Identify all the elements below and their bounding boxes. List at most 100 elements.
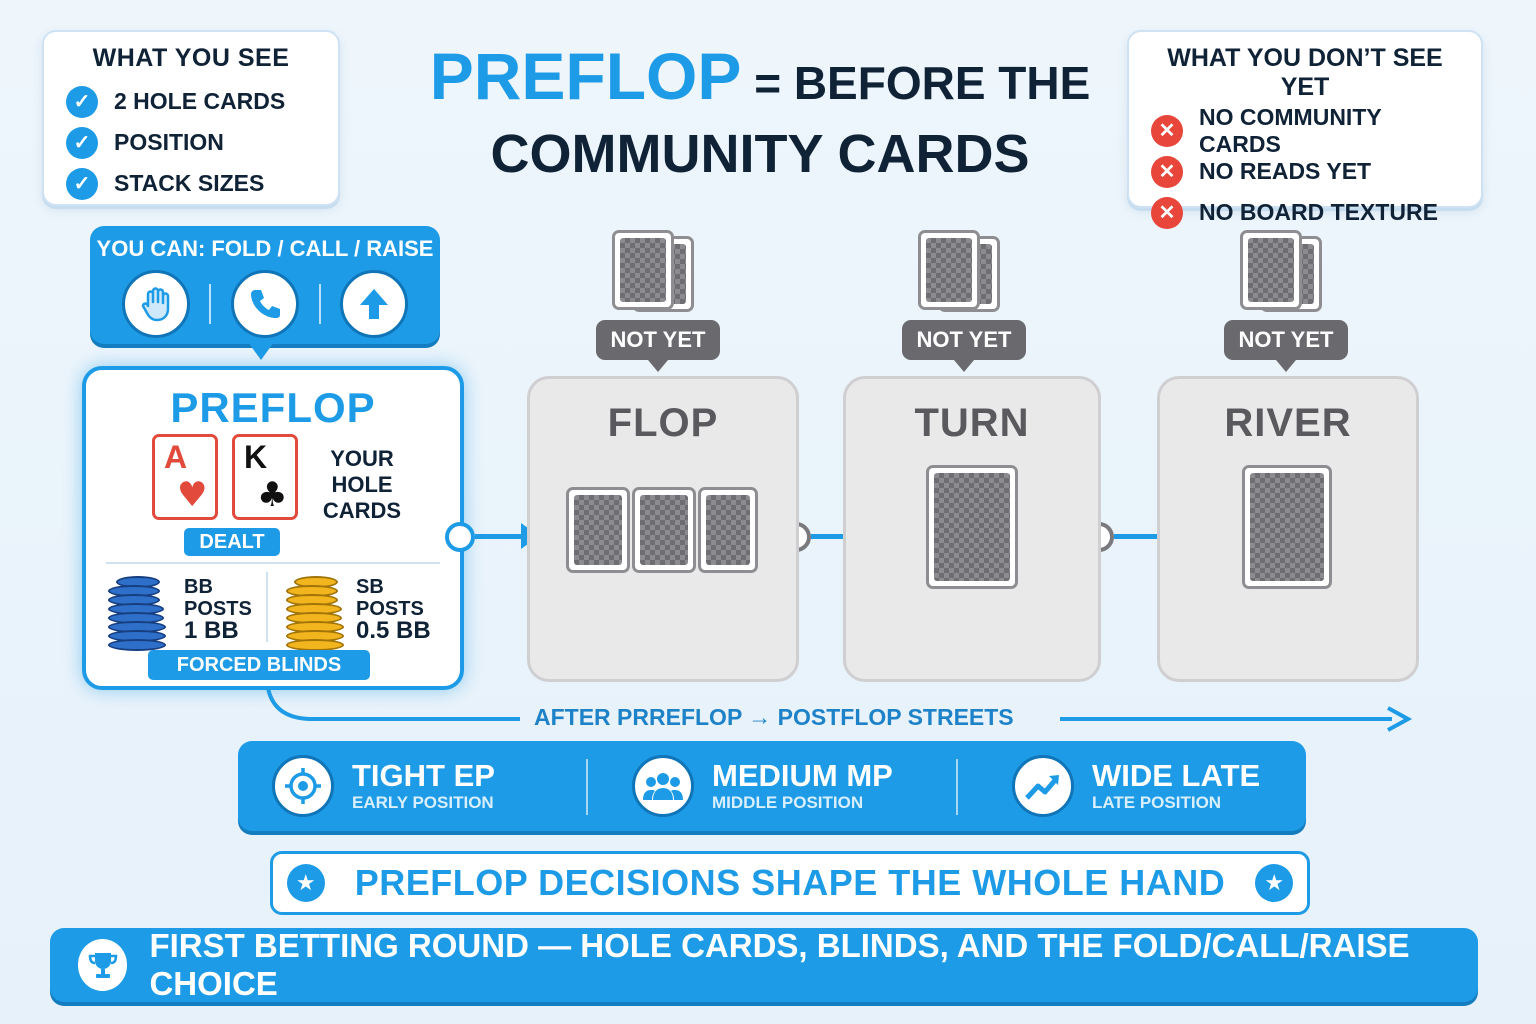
position-subtitle: LATE POSITION xyxy=(1092,793,1222,812)
flop-stage: FLOP xyxy=(527,376,799,682)
street-title: TURN xyxy=(914,401,1030,445)
dont-see-item-label: NO COMMUNITY CARDS xyxy=(1199,103,1382,157)
card-rank: K xyxy=(244,439,268,475)
cross-icon: ✕ xyxy=(1151,155,1183,188)
bb-line: BB xyxy=(184,576,213,598)
card-stack-icon xyxy=(918,230,1000,312)
dont-see-item: ✕ NO COMMUNITY CARDS xyxy=(1151,104,1459,157)
hole-label-line: HOLE xyxy=(331,472,393,497)
what-you-see-heading: WHAT YOU SEE xyxy=(92,44,290,72)
position-title: MEDIUM MP xyxy=(712,758,893,793)
target-icon xyxy=(272,755,334,817)
position-middle: MEDIUM MP MIDDLE POSITION xyxy=(632,741,893,831)
preflop-title: PREFLOP xyxy=(170,384,376,431)
star-icon: ★ xyxy=(1255,864,1294,902)
connector-node xyxy=(445,522,475,552)
face-down-card xyxy=(698,487,758,573)
check-icon: ✓ xyxy=(66,85,98,118)
trend-up-icon xyxy=(1012,755,1074,817)
divider xyxy=(209,284,212,324)
connector-line xyxy=(811,534,863,539)
sb-amount: 0.5 BB xyxy=(356,617,431,644)
river-stage: RIVER xyxy=(1157,376,1419,682)
see-item-label: 2 HOLE CARDS xyxy=(114,88,286,114)
postflop-flow-line xyxy=(266,688,1413,732)
dont-see-item-label: NO READS YET xyxy=(1199,158,1372,184)
card-stack-icon xyxy=(612,230,694,312)
divider xyxy=(318,284,321,324)
decisions-banner: ★ PREFLOP DECISIONS SHAPE THE WHOLE HAND… xyxy=(270,851,1310,915)
check-icon: ✓ xyxy=(66,167,98,200)
forced-blinds-tag: FORCED BLINDS xyxy=(148,650,370,680)
face-down-card xyxy=(926,465,1018,589)
divider xyxy=(586,759,588,815)
decisions-banner-text: PREFLOP DECISIONS SHAPE THE WHOLE HAND xyxy=(354,862,1226,903)
bb-line: POSTS xyxy=(184,598,252,620)
what-you-see-panel: WHAT YOU SEE ✓ 2 HOLE CARDS ✓ POSITION ✓ ST… xyxy=(42,30,340,206)
cross-icon: ✕ xyxy=(1151,196,1183,229)
what-you-dont-see-heading: WHAT YOU DON’T SEE YET xyxy=(1167,44,1443,101)
position-late: WIDE LATE LATE POSITION xyxy=(1012,741,1260,831)
face-down-card xyxy=(566,487,630,573)
position-early: TIGHT EP EARLY POSITION xyxy=(272,741,495,831)
after-preflop-label: AFTER PRREFLOP → POSTFLOP STREETS xyxy=(534,704,1014,730)
actions-callout: YOU CAN: FOLD / CALL / RAISE xyxy=(90,226,440,344)
position-title: WIDE LATE xyxy=(1092,758,1261,793)
club-icon: ♣ xyxy=(257,475,288,515)
hole-card-ace: A ♥ xyxy=(152,434,218,520)
card-rank: A xyxy=(164,439,188,475)
bb-label: BB POSTS 1 BB xyxy=(184,576,252,644)
dont-see-item: ✕ NO BOARD TEXTURE xyxy=(1151,192,1459,233)
see-item: ✓ POSITION xyxy=(66,122,316,163)
not-yet-badge: NOT YET xyxy=(1224,320,1348,372)
dont-see-item-label: NO BOARD TEXTURE xyxy=(1199,199,1438,225)
turn-stage: TURN xyxy=(843,376,1101,682)
summary-banner: FIRST BETTING ROUND — HOLE CARDS, BLINDS… xyxy=(50,927,1478,1002)
star-icon: ★ xyxy=(286,864,325,902)
divider xyxy=(956,759,958,815)
hand-stop-icon[interactable] xyxy=(121,270,190,338)
position-ranges-strip: TIGHT EP EARLY POSITION MEDIUM MP MIDDLE… xyxy=(238,741,1306,831)
phone-icon[interactable] xyxy=(230,270,299,338)
hole-label-line: YOUR xyxy=(330,446,394,471)
actions-callout-pointer xyxy=(245,338,277,360)
check-icon: ✓ xyxy=(66,126,98,159)
position-title: TIGHT EP xyxy=(352,758,495,793)
heart-icon: ♥ xyxy=(177,475,208,515)
dealt-tag: DEALT xyxy=(184,528,280,556)
bb-chips-icon xyxy=(108,576,166,651)
sb-label: SB POSTS 0.5 BB xyxy=(356,576,431,644)
face-down-card xyxy=(632,487,696,573)
position-subtitle: MIDDLE POSITION xyxy=(712,793,864,812)
dont-see-item: ✕ NO READS YET xyxy=(1151,151,1459,192)
face-down-card xyxy=(1242,465,1332,589)
hole-card-king: K ♣ xyxy=(232,434,298,520)
see-item-label: POSITION xyxy=(114,129,224,155)
connector-line xyxy=(1114,534,1174,539)
group-icon xyxy=(632,755,694,817)
divider xyxy=(266,572,268,642)
card-stack-icon xyxy=(1240,230,1322,312)
page-title: PREFLOP = BEFORE THE COMMUNITY CARDS xyxy=(380,40,1140,189)
sb-line: POSTS xyxy=(356,598,424,620)
preflop-stage: PREFLOP A ♥ K ♣ YOUR HOLE CARDS DEALT BB… xyxy=(82,366,464,690)
hole-label-line: CARDS xyxy=(322,498,402,523)
actions-label: YOU CAN: FOLD / CALL / RAISE xyxy=(96,236,434,261)
see-item-label: STACK SIZES xyxy=(114,170,265,196)
street-title: FLOP xyxy=(607,401,719,445)
sb-chips-icon xyxy=(286,576,344,651)
bb-amount: 1 BB xyxy=(184,617,239,644)
title-line1: = BEFORE THE xyxy=(754,57,1091,109)
see-item: ✓ 2 HOLE CARDS xyxy=(66,81,316,122)
title-accent: PREFLOP xyxy=(429,39,742,113)
hole-cards-label: YOUR HOLE CARDS xyxy=(312,446,412,524)
what-you-dont-see-panel: WHAT YOU DON’T SEE YET ✕ NO COMMUNITY CAR… xyxy=(1127,30,1483,229)
not-yet-badge: NOT YET xyxy=(596,320,720,372)
not-yet-badge: NOT YET xyxy=(902,320,1026,372)
cross-icon: ✕ xyxy=(1151,114,1183,147)
connector-line xyxy=(475,534,523,539)
street-title: RIVER xyxy=(1224,401,1352,445)
see-item: ✓ STACK SIZES xyxy=(66,163,316,204)
arrow-up-icon[interactable] xyxy=(340,270,409,338)
summary-banner-text: FIRST BETTING ROUND — HOLE CARDS, BLINDS… xyxy=(149,927,1410,1002)
